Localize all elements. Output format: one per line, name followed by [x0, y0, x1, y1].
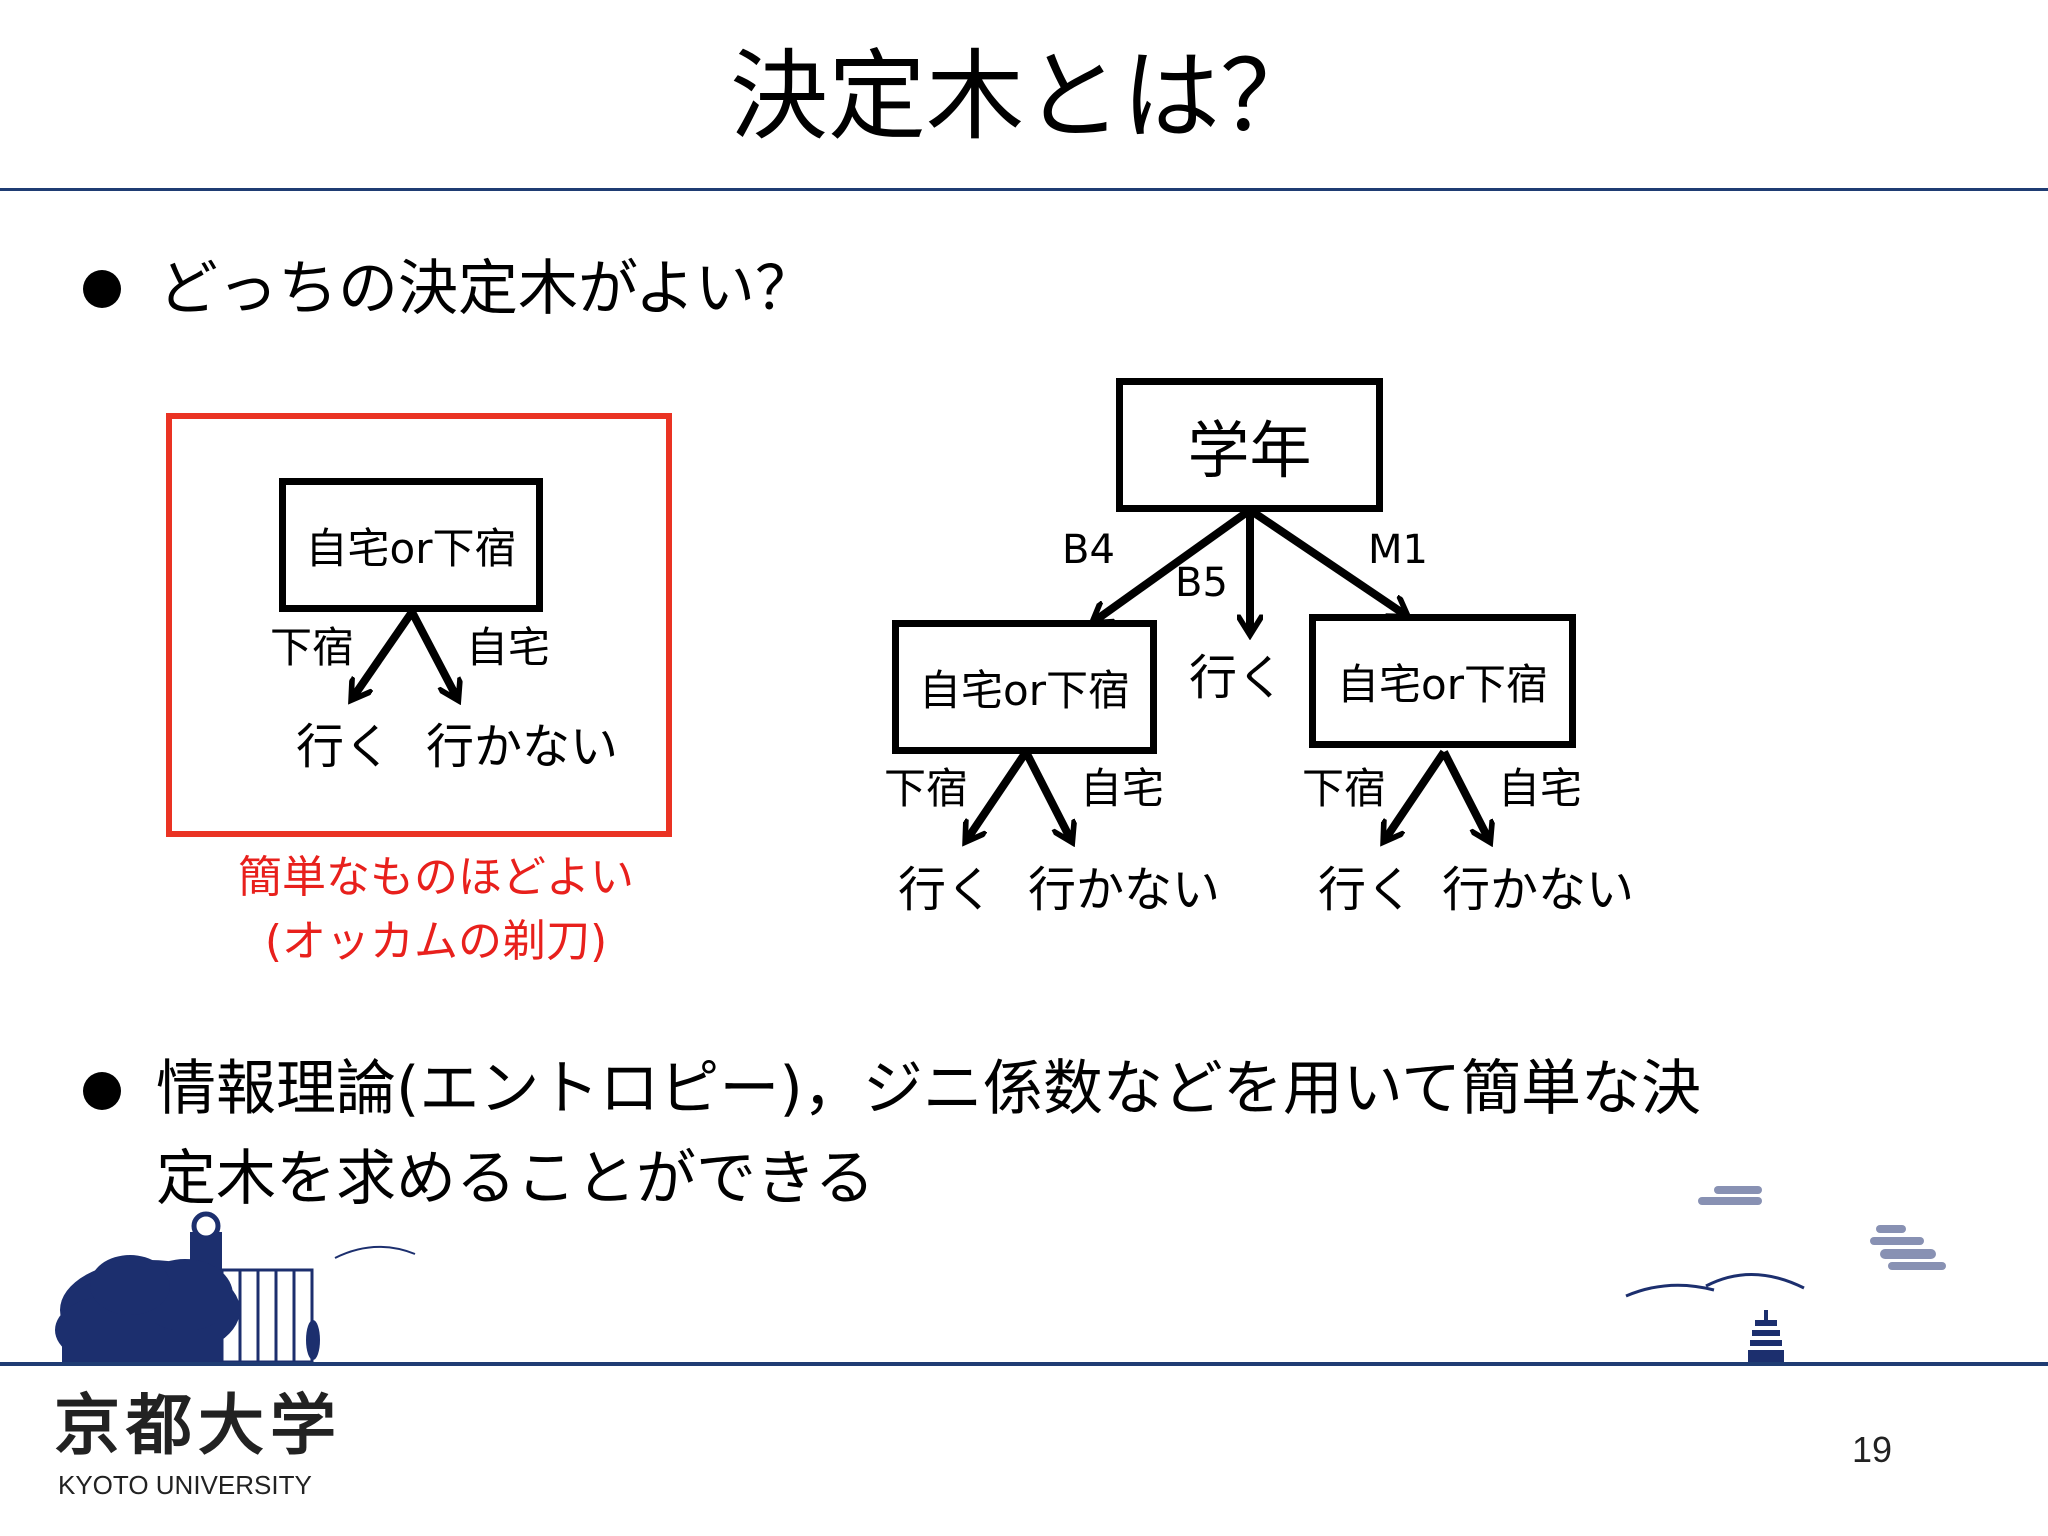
arrow-root-b4: [1096, 506, 1253, 620]
arrow-sub2-right: [1440, 750, 1488, 838]
edge-label-jitaku: 自宅: [1080, 764, 1165, 813]
edge-label-jitaku: 自宅: [466, 623, 551, 672]
edge-label-geshuku: 下宿: [884, 764, 969, 813]
node-label: 自宅or下宿: [305, 523, 517, 573]
edge-label-b4: B4: [1062, 527, 1115, 573]
edge-label-b5: B5: [1175, 560, 1228, 606]
slide-title: 決定木とは？: [729, 40, 1318, 154]
bullet-dot: [83, 270, 121, 308]
camphor-tree-icon: [55, 1255, 240, 1364]
node-label: 自宅or下宿: [1337, 659, 1548, 709]
edge-label-geshuku: 下宿: [1302, 764, 1387, 813]
hill-arc-icon: [334, 1245, 416, 1259]
right-tree-root-node: 学年: [1116, 378, 1383, 512]
arrow-root-m1: [1247, 506, 1404, 614]
b4-subtree-node: 自宅or下宿: [892, 620, 1157, 754]
university-logo-kanji: 京都大学: [54, 1386, 342, 1464]
title-divider: [0, 188, 2048, 191]
bullet-method-line1: 情報理論(エントロピー)，ジニ係数などを用いて簡単な決: [156, 1054, 1702, 1124]
node-label: 自宅or下宿: [919, 665, 1130, 715]
leaf-iku: 行く: [1318, 862, 1415, 918]
bullet-dot: [83, 1072, 121, 1110]
university-logo-english: KYOTO UNIVERSITY: [58, 1470, 312, 1500]
leaf-iku: 行く: [898, 862, 995, 918]
leaf-ikanai: 行かない: [426, 719, 619, 775]
leaf-ikanai: 行かない: [1442, 862, 1635, 918]
arrow-sub2-left: [1386, 749, 1448, 838]
m1-subtree-node: 自宅or下宿: [1309, 614, 1576, 748]
leaf-ikanai: 行かない: [1028, 862, 1221, 918]
edge-label-jitaku: 自宅: [1498, 764, 1583, 813]
left-tree-root-node: 自宅or下宿: [279, 478, 543, 612]
student-figure-icon: [306, 1320, 320, 1360]
bullet-question: どっちの決定木がよい？: [158, 254, 815, 324]
arrow-sub1-right: [1022, 750, 1070, 838]
simple-tree-highlight-box: [166, 413, 672, 837]
cloud-icon: [1698, 1186, 1946, 1270]
bullet-method-line2: 定木を求めることができる: [156, 1144, 875, 1214]
mountain-arc-icon: [1625, 1283, 1715, 1298]
edge-label-m1: M1: [1368, 527, 1428, 573]
mountain-arc-icon: [1705, 1273, 1805, 1290]
edge-label-geshuku: 下宿: [270, 623, 355, 672]
footer-divider: [0, 1362, 2048, 1366]
leaf-b5-iku: 行く: [1189, 650, 1286, 706]
occam-caption-line1: 簡単なものほどよい: [238, 852, 634, 903]
node-label: 学年: [1187, 414, 1312, 487]
arrow-left-tree-to-leaf-right: [408, 610, 456, 696]
occam-caption-line2: (オッカムの剃刀): [264, 916, 608, 967]
leaf-iku: 行く: [296, 719, 393, 775]
arrow-sub1-left: [968, 749, 1030, 838]
arrow-left-tree-to-leaf-left: [354, 609, 416, 696]
pagoda-icon: [1748, 1310, 1784, 1362]
page-number: 19: [1852, 1429, 1893, 1470]
